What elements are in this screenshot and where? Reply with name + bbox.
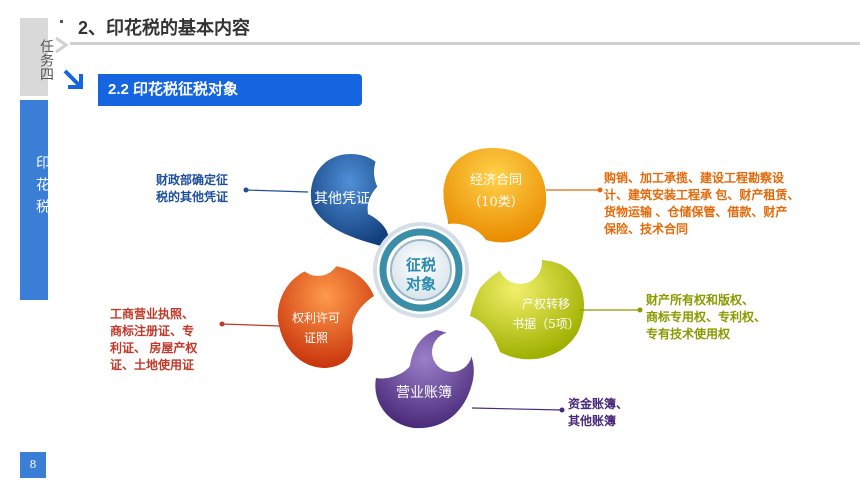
- connector-other: [245, 189, 309, 193]
- center-label-line1: 征税: [405, 257, 436, 274]
- title-underline: [70, 42, 860, 45]
- title-chevron-icon: [55, 36, 69, 54]
- page-number: 8: [20, 452, 46, 478]
- desc-economic-contracts: 购销、加工承揽、建设工程勘察设 计、建筑安装工程承 包、财产租赁、 货物运输 、…: [604, 171, 800, 236]
- petal-label-books: 营业账簿: [396, 385, 452, 401]
- connector-books: [471, 407, 563, 411]
- petal-economic-contracts: [443, 148, 547, 243]
- center-label: 征税 对象: [396, 256, 446, 294]
- arrow-down-right-icon: [63, 69, 83, 89]
- center-hub: [390, 239, 452, 301]
- sidebar-task-label: 任务四: [38, 39, 54, 81]
- desc-licenses: 工商营业执照、 商标注册证、专 利证、 房屋产权 证、土地使用证: [110, 307, 198, 372]
- page-title: 2、印花税的基本内容: [78, 18, 251, 38]
- center-label-line2: 对象: [405, 276, 436, 293]
- desc-other-vouchers: 财政部确定征 税的其他凭证: [156, 173, 229, 204]
- sidebar-topic-tab: 印花税: [20, 100, 50, 300]
- sidebar-task-tab: 任务四: [20, 18, 54, 96]
- connector-licenses: [221, 323, 281, 327]
- sidebar-topic-label: 印花税: [34, 155, 50, 221]
- petal-other-vouchers: [310, 154, 390, 248]
- petal-label-licenses: 权利许可 证照: [291, 311, 340, 345]
- petal-label-contracts: 经济合同 （10类）: [468, 173, 524, 210]
- desc-business-books: 资金账簿、 其他账簿: [568, 397, 629, 428]
- desc-property-transfer: 财产所有权和版权、 商标专用权、专利权、 专有技术使用权: [646, 293, 767, 341]
- petal-licenses: [277, 265, 374, 368]
- title-dot: [60, 20, 63, 23]
- petal-label-transfer: 产权转移 书据（5项）: [512, 297, 580, 331]
- section-subtitle: 2.2 印花税征税对象: [98, 74, 362, 106]
- petal-property-transfer: [470, 259, 584, 360]
- petal-label-other: 其他凭证: [314, 191, 370, 207]
